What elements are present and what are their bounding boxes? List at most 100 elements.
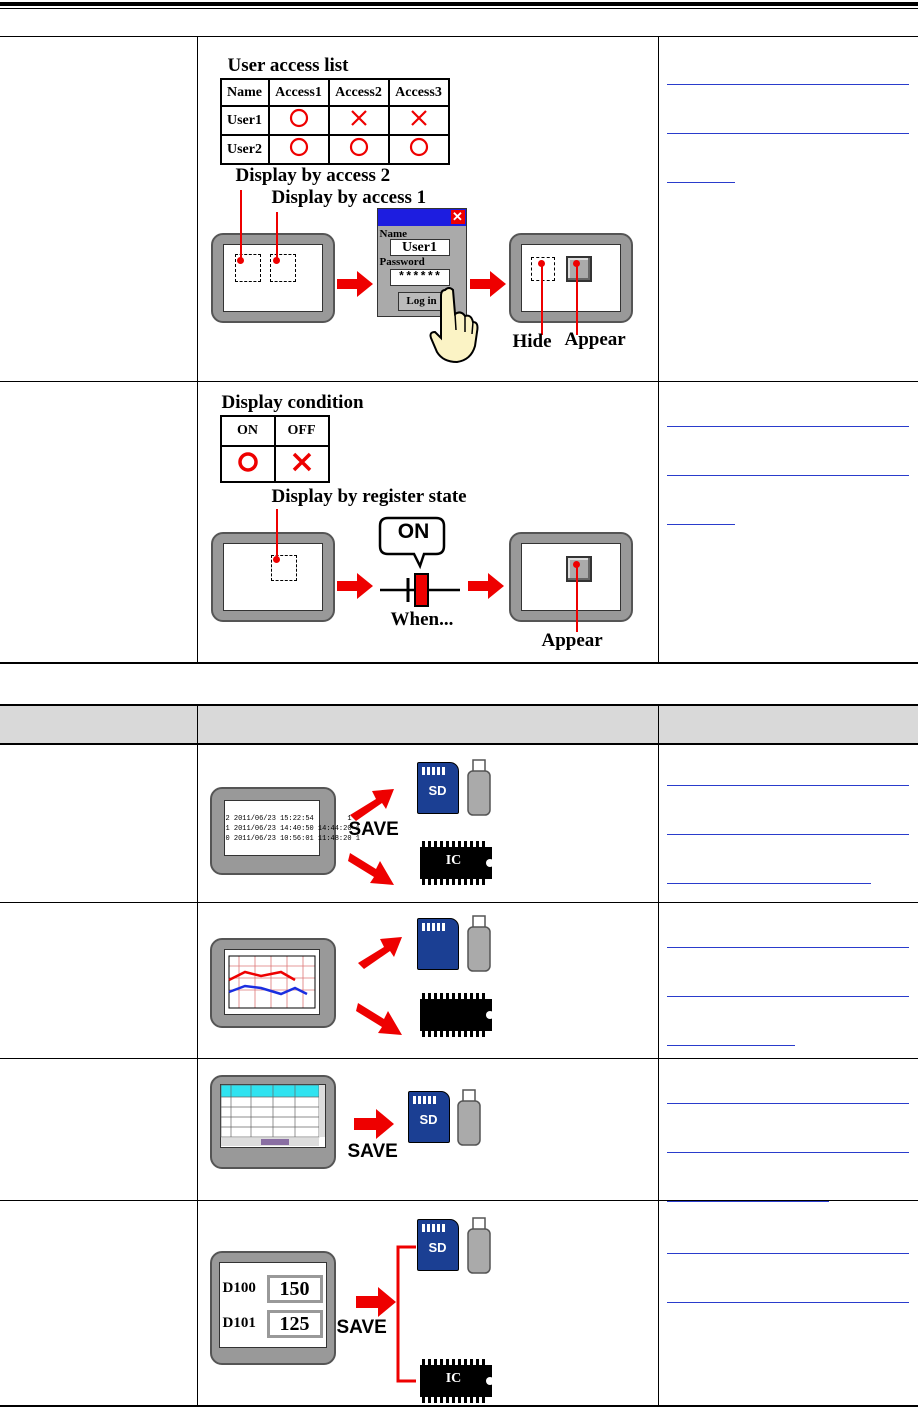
hide-label: Hide [512, 331, 552, 352]
trend-graph [227, 955, 315, 1008]
usb-drive-icon [456, 1088, 481, 1146]
register-label-cell [0, 1199, 198, 1407]
appear-label: Appear [541, 630, 603, 651]
access-row-user2: User2 [219, 134, 270, 165]
usb-drive-icon [466, 1216, 491, 1274]
right-arrow-icon [355, 1286, 396, 1317]
data-table-graphic [220, 1084, 325, 1146]
hmi-history-screen: 2 2011/06/23 15:22:54 1 1 2011/06/23 14:… [209, 787, 360, 875]
down-right-arrow-icon [347, 853, 394, 885]
display-condition-title: Display condition [221, 392, 364, 413]
display-table: User access list Name Access1 Access2 Ac… [0, 36, 918, 664]
register-value-d100: 150 [266, 1274, 323, 1303]
usb-drive-icon [466, 759, 491, 816]
header-cell-3 [657, 704, 918, 745]
access-header-3: Access3 [387, 78, 450, 107]
row1-desc-cell [657, 36, 918, 382]
trend-desc-cell [657, 901, 918, 1059]
display-by-register-label: Display by register state [271, 486, 467, 507]
top-rule-thin [0, 8, 918, 9]
row1-figure-cell: User access list Name Access1 Access2 Ac… [196, 36, 659, 382]
register-figure-cell: D100 150 D101 125 SAVE SD IC [196, 1199, 659, 1407]
hidden-object [530, 257, 555, 281]
sd-card-icon: SD [416, 1218, 459, 1271]
hmi-screen-before [210, 233, 335, 323]
down-right-arrow-icon [355, 1002, 402, 1035]
display-by-access-1-label: Display by access 1 [271, 187, 427, 208]
up-right-arrow-icon [357, 936, 402, 969]
register-value-d101: 125 [266, 1309, 323, 1338]
hmi-trend-screen [209, 937, 336, 1028]
login-name-label: Name [379, 228, 408, 240]
login-password-input[interactable]: ****** [389, 269, 450, 286]
history-line: 0 2011/06/23 10:56:01 11:48:20 1 [225, 835, 360, 843]
row1-label-cell [0, 36, 198, 382]
ic-memory-icon: IC [419, 1358, 494, 1403]
access-header-1: Access1 [267, 78, 330, 107]
hand-pointer-icon [429, 287, 478, 364]
save-label: SAVE [336, 1316, 387, 1338]
object-access1 [269, 254, 296, 282]
conditional-object [270, 555, 297, 581]
cross-icon [350, 110, 367, 126]
history-line: 1 2011/06/23 14:40:50 14:44:20 1 [225, 825, 360, 833]
header-cell-1 [0, 704, 198, 745]
access-list-title: User access list [227, 55, 349, 76]
appear-label: Appear [564, 329, 626, 350]
display-by-access-2-label: Display by access 2 [235, 165, 391, 186]
register-switch [378, 516, 460, 607]
save-label: SAVE [348, 819, 399, 840]
trend-figure-cell [196, 901, 659, 1059]
right-arrow-icon [467, 573, 504, 599]
row2-desc-cell [657, 381, 918, 663]
right-arrow-icon [336, 271, 373, 297]
sd-card-icon: SD [416, 762, 459, 814]
sampling-label-cell [0, 1057, 198, 1201]
hmi-table-screen [209, 1074, 336, 1169]
close-icon[interactable]: ✕ [450, 209, 465, 224]
condition-table: ON OFF [219, 415, 330, 483]
sampling-figure-cell: SAVE SD [196, 1057, 659, 1201]
history-link-lines [666, 745, 909, 908]
register-name-d101: D101 [222, 1314, 256, 1331]
sampling-desc-cell [657, 1057, 918, 1202]
condition-header-off: OFF [273, 415, 330, 447]
right-arrow-icon [336, 573, 373, 599]
object-access2 [234, 254, 261, 282]
sd-card-icon: SD [407, 1090, 450, 1143]
login-dialog: ✕ Name User1 Password ****** Log in [376, 208, 467, 317]
hmi-screen-before [210, 532, 335, 622]
header-cell-2 [196, 704, 659, 745]
login-button[interactable]: Log in [397, 292, 446, 311]
trend-link-lines [666, 903, 909, 1070]
cross-icon [292, 452, 311, 471]
history-figure-cell: 2 2011/06/23 15:22:54 1 1 2011/06/23 14:… [196, 743, 659, 903]
when-label: When... [390, 609, 454, 630]
circle-icon [409, 137, 428, 157]
appeared-object [565, 556, 592, 582]
circle-icon [289, 108, 308, 128]
register-name-d100: D100 [222, 1279, 256, 1296]
row2-label-cell [0, 381, 198, 663]
row1-link-lines [666, 37, 909, 207]
cross-icon [410, 110, 427, 126]
top-rule-thick [0, 2, 918, 6]
row2-figure-cell: Display condition ON OFF Display by regi… [196, 381, 659, 663]
usb-drive-icon [466, 914, 491, 972]
on-bubble-text: ON [397, 520, 430, 543]
data-storage-table: 2 2011/06/23 15:22:54 1 1 2011/06/23 14:… [0, 704, 918, 1407]
circle-icon [289, 137, 308, 157]
condition-header-on: ON [219, 415, 276, 447]
history-label-cell [0, 743, 198, 903]
circle-icon [237, 451, 258, 472]
ic-memory-icon [419, 992, 494, 1037]
ic-memory-icon: IC [419, 841, 494, 885]
row2-link-lines [666, 382, 909, 549]
save-label: SAVE [347, 1140, 398, 1162]
login-name-input[interactable]: User1 [389, 239, 450, 256]
register-link-lines [666, 1201, 909, 1327]
history-line: 2 2011/06/23 15:22:54 1 [225, 815, 352, 823]
hmi-register-screen: D100 150 D101 125 [209, 1250, 336, 1365]
circle-icon [349, 137, 368, 157]
access-header-name: Name [219, 78, 270, 107]
